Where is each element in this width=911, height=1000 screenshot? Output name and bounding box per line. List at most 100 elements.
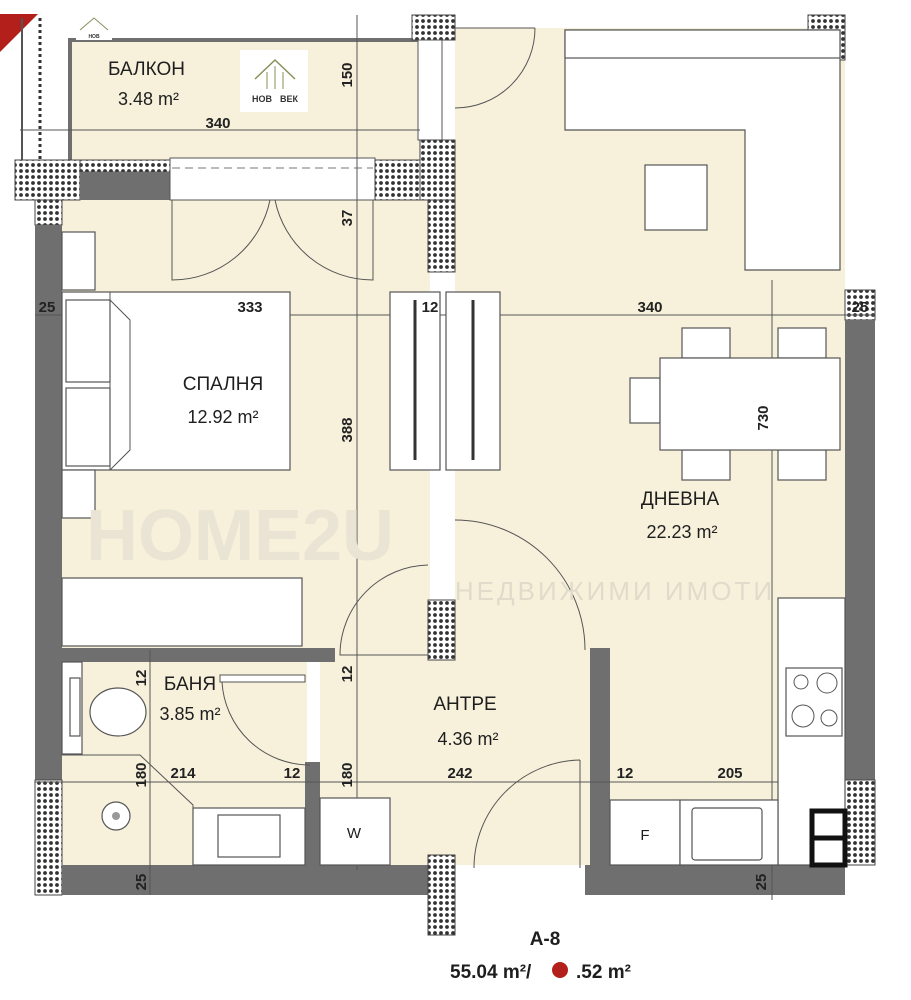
corner-ribbon xyxy=(0,14,38,52)
wall-hatched xyxy=(79,159,171,173)
wall-bottom-left xyxy=(62,865,430,895)
svg-text:ВЕК: ВЕК xyxy=(280,94,299,104)
wall-hatched xyxy=(427,854,456,936)
flush-plate xyxy=(69,677,81,737)
dim-label: 180 xyxy=(133,762,150,787)
toilet-bowl xyxy=(89,687,147,737)
nightstand xyxy=(61,231,96,291)
wall-bath-top xyxy=(60,648,335,662)
entry-door-swing[interactable] xyxy=(473,759,581,869)
room-area-balcony: 3.48 m² xyxy=(118,89,179,109)
bathroom-door-swing[interactable] xyxy=(221,681,311,766)
dim-label: 12 xyxy=(133,670,150,687)
wall-right xyxy=(845,320,875,780)
svg-text:НОВ: НОВ xyxy=(252,94,273,104)
dim-label: 214 xyxy=(170,765,196,782)
room-area-bedroom: 12.92 m² xyxy=(187,407,258,427)
fridge xyxy=(609,799,681,866)
dim-label: 242 xyxy=(447,765,472,782)
balcony-door-frame xyxy=(417,39,443,141)
wall xyxy=(80,172,170,200)
dim-label: 12 xyxy=(422,299,439,316)
blanket-fold xyxy=(109,299,131,471)
bedroom-door-swing[interactable] xyxy=(339,564,429,656)
wall-hatched xyxy=(411,14,456,41)
dim-label: 730 xyxy=(755,405,772,430)
pillow xyxy=(65,387,111,467)
dim-label: 12 xyxy=(284,765,301,782)
watermark-sub: НЕДВИЖИМИ ИМОТИ xyxy=(455,576,775,606)
dim-label: 150 xyxy=(339,62,356,87)
bath-partition xyxy=(219,674,306,683)
wall-kitchen-partition xyxy=(590,648,610,868)
burner xyxy=(816,672,838,694)
room-name-living: ДНЕВНА xyxy=(641,489,720,510)
room-area-hall: 4.36 m² xyxy=(437,729,498,749)
living-door-swing[interactable] xyxy=(454,519,586,651)
nightstand xyxy=(61,469,96,519)
chair xyxy=(777,449,827,481)
balcony-parapet xyxy=(68,38,428,42)
dim-label: 12 xyxy=(339,666,356,683)
svg-text:НОВ: НОВ xyxy=(88,34,100,40)
washer-label: W xyxy=(347,825,362,842)
window-door-swing[interactable] xyxy=(171,199,374,281)
wall-hatched xyxy=(427,199,456,273)
wall-bath-right xyxy=(305,762,320,865)
chair xyxy=(681,449,731,481)
dim-label: 12 xyxy=(617,765,634,782)
brand-logo: НОВ ВЕК xyxy=(240,50,308,112)
burner xyxy=(793,674,809,690)
washer xyxy=(319,797,391,866)
wall-hatched xyxy=(427,599,456,661)
chair xyxy=(777,327,827,359)
dim-label: 25 xyxy=(133,874,150,891)
wall-hatched xyxy=(34,199,63,226)
coffee-table xyxy=(644,164,708,231)
balcony-side xyxy=(68,38,72,160)
burner xyxy=(820,709,838,727)
dim-label: 388 xyxy=(339,417,356,442)
room-area-living: 22.23 m² xyxy=(646,522,717,542)
bedroom-window xyxy=(169,157,376,201)
brand-logo-small: НОВ xyxy=(76,14,112,40)
room-name-bedroom: СПАЛНЯ xyxy=(183,374,263,395)
balcony-door-swing[interactable] xyxy=(454,27,536,109)
room-name-bathroom: БАНЯ xyxy=(164,674,216,695)
shower-drain-center xyxy=(112,812,120,820)
fridge-label: F xyxy=(640,827,649,844)
pillow xyxy=(65,299,111,383)
burner xyxy=(791,704,815,728)
dim-label: 205 xyxy=(717,765,742,782)
kitchen-sink xyxy=(691,807,763,861)
dim-label: 37 xyxy=(339,210,356,227)
unit-code: A-8 xyxy=(530,929,561,950)
room-name-hall: АНТРЕ xyxy=(433,694,496,715)
red-dot-marker xyxy=(550,960,570,980)
dim-label: 340 xyxy=(205,115,230,132)
wall-hatched xyxy=(14,159,81,201)
sofa-back xyxy=(564,29,841,59)
unit-area: 55.04 m²/ xyxy=(450,962,532,983)
dim-label: 25 xyxy=(852,299,869,316)
wall-hatched xyxy=(844,779,876,866)
room-name-balcony: БАЛКОН xyxy=(108,59,185,80)
dim-label: 180 xyxy=(339,762,356,787)
wall-bottom-right xyxy=(585,865,845,895)
wall-hatched xyxy=(34,779,63,896)
chair xyxy=(629,377,661,424)
watermark: HOME2U xyxy=(86,496,394,576)
wall-left xyxy=(35,225,62,780)
unit-area-tail: .52 m² xyxy=(576,962,631,983)
dining-table xyxy=(659,357,841,451)
chair xyxy=(681,327,731,359)
desk xyxy=(61,577,303,647)
cooktop xyxy=(785,667,843,737)
bath-sink xyxy=(217,814,281,858)
dim-label: 25 xyxy=(39,299,56,316)
dim-label: 333 xyxy=(237,299,262,316)
dim-label: 340 xyxy=(637,299,662,316)
room-area-bathroom: 3.85 m² xyxy=(159,704,220,724)
wall-hatched xyxy=(419,139,456,201)
